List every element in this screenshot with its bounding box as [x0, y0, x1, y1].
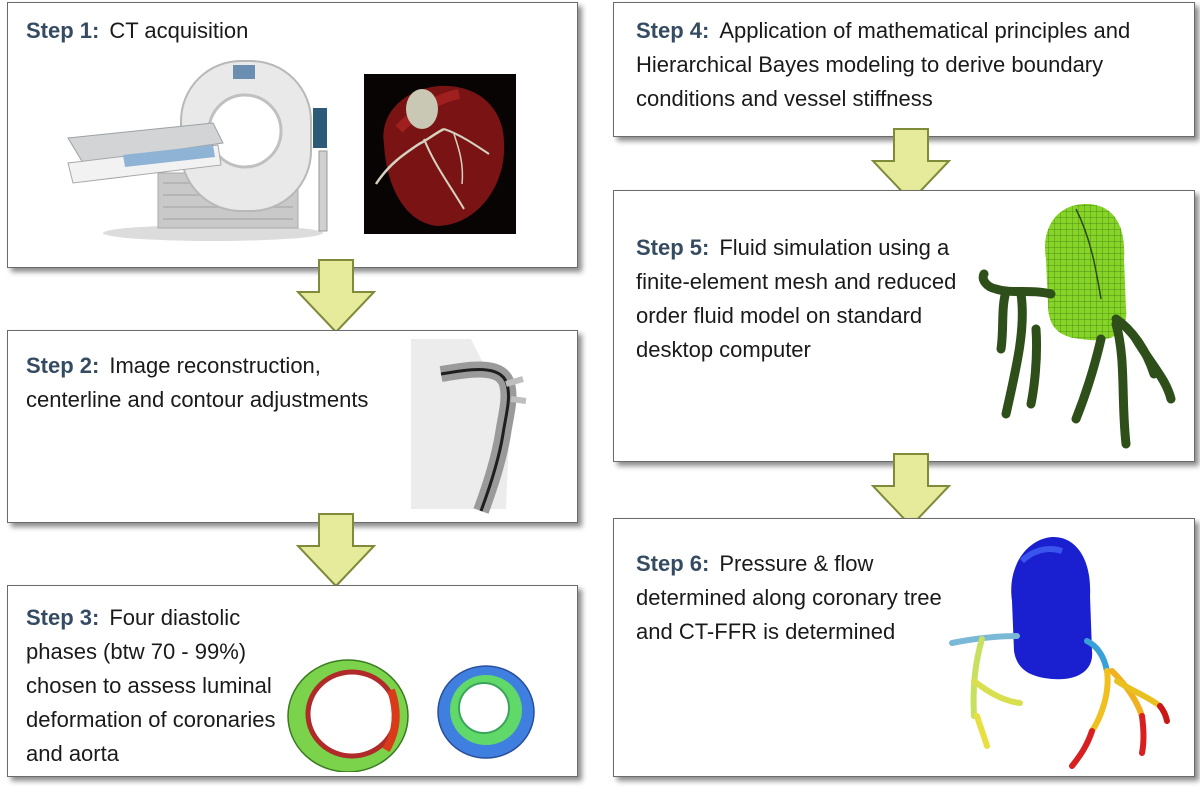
- step-3-label: Step 3:: [26, 605, 100, 630]
- arrow-step1-to-step2: [295, 258, 377, 334]
- step-4-text: Step 4:Application of mathematical princ…: [636, 14, 1186, 116]
- step-1-text: Step 1: CT acquisition: [26, 14, 366, 48]
- arrow-step4-to-step5: [870, 127, 952, 203]
- step-5-description: Fluid simulation using a finite-element …: [636, 235, 957, 362]
- pressure-flow-map-image: [932, 531, 1182, 771]
- arrow-step2-to-step3: [295, 512, 377, 588]
- heart-ct-image: [364, 74, 516, 234]
- centerline-image: [411, 339, 531, 519]
- step-2-box: Step 2:Image reconstruction, centerline …: [7, 330, 578, 523]
- step-6-label: Step 6:: [636, 551, 710, 576]
- step-4-label: Step 4:: [636, 18, 710, 43]
- step-1-label: Step 1:: [26, 18, 100, 43]
- step-1-description: CT acquisition: [109, 18, 249, 43]
- step-3-box: Step 3:Four diastolic phases (btw 70 - 9…: [7, 585, 578, 777]
- step-2-description: Image reconstruction, centerline and con…: [26, 353, 369, 412]
- step-2-text: Step 2:Image reconstruction, centerline …: [26, 349, 396, 417]
- step-6-description: Pressure & flow determined along coronar…: [636, 551, 942, 644]
- ct-scanner-image: [63, 53, 363, 243]
- step-3-text: Step 3:Four diastolic phases (btw 70 - 9…: [26, 601, 296, 771]
- arrow-step5-to-step6: [870, 452, 952, 528]
- step-6-box: Step 6:Pressure & flow determined along …: [613, 518, 1195, 777]
- step-1-box: Step 1: CT acquisition: [7, 2, 578, 268]
- step-6-text: Step 6:Pressure & flow determined along …: [636, 547, 946, 649]
- step-5-label: Step 5:: [636, 235, 710, 260]
- finite-element-mesh-image: [976, 199, 1176, 459]
- luminal-deformation-rings-image: [286, 650, 566, 772]
- step-3-description: Four diastolic phases (btw 70 - 99%) cho…: [26, 605, 276, 766]
- step-4-description: Application of mathematical principles a…: [636, 18, 1131, 111]
- step-5-box: Step 5:Fluid simulation using a finite-e…: [613, 190, 1195, 462]
- step-2-label: Step 2:: [26, 353, 100, 378]
- step-4-box: Step 4:Application of mathematical princ…: [613, 2, 1195, 137]
- step-5-text: Step 5:Fluid simulation using a finite-e…: [636, 231, 976, 367]
